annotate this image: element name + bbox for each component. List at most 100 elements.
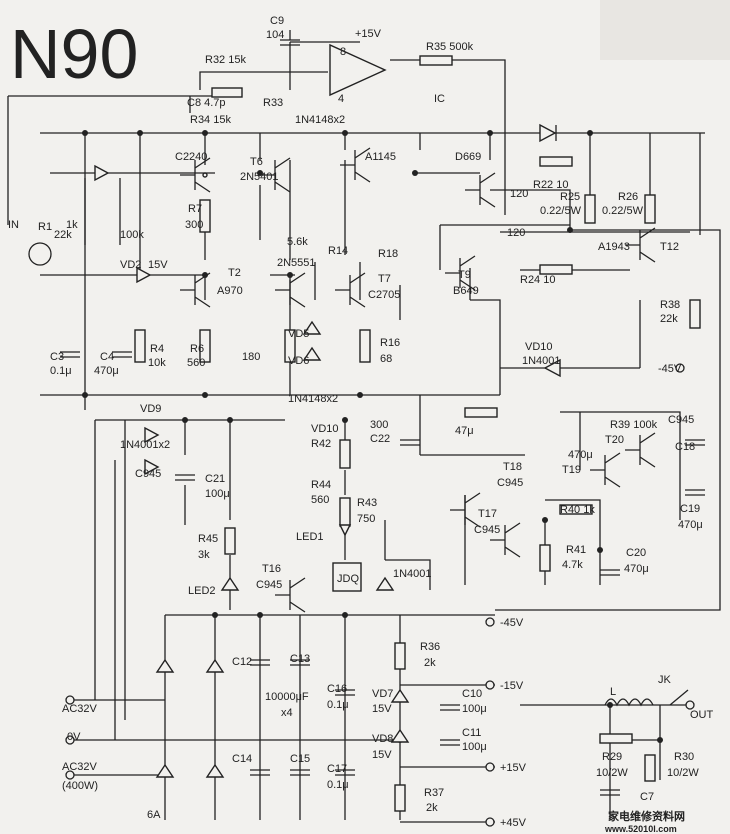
terminals (65, 363, 695, 827)
label-R25v: 0.22/5W (540, 205, 582, 217)
watermark-site-url: www.52010l.com (604, 824, 677, 834)
label-C7: C7 (640, 791, 654, 803)
label-R1v: 22k (54, 229, 72, 241)
label-C10v: 100μ (462, 703, 487, 715)
label-T6n: 2N5401 (240, 171, 279, 183)
label-T17n: C945 (474, 524, 500, 536)
relay-jdq (332, 562, 362, 592)
label-C12: C12 (232, 656, 252, 668)
resistors (134, 55, 701, 812)
label-C19v: 470μ (678, 519, 703, 531)
label-C16: C16 (327, 683, 347, 695)
label-C18: C945 (668, 414, 694, 426)
label-VD6: VD6 (288, 355, 309, 367)
junctions (82, 130, 663, 743)
label-C22: 300 (370, 419, 388, 431)
label-VD2: VD2 (120, 259, 141, 271)
label-R26: R26 (618, 191, 638, 203)
label-A970: A970 (217, 285, 243, 297)
label-R26v: 0.22/5W (602, 205, 644, 217)
label-R6v: 560 (187, 357, 205, 369)
label-A1145: A1145 (365, 151, 396, 163)
label-n1k: 1k (66, 219, 78, 231)
background-title: N90 (10, 15, 138, 93)
jack-switch (669, 689, 689, 706)
label-B649: B649 (453, 285, 479, 297)
label-T19n: T19 (562, 464, 581, 476)
label-N4001x2: 1N4001x2 (120, 439, 170, 451)
label-T7: T7 (378, 273, 391, 285)
label-C3v: 0.1μ (50, 365, 72, 377)
label-p15: +15V (500, 762, 527, 774)
label-R7: R7 (188, 203, 202, 215)
label-JK: JK (658, 674, 672, 686)
label-C16v: 0.1μ (327, 699, 349, 711)
label-R25: R25 (560, 191, 580, 203)
label-R39: 47μ (455, 425, 474, 437)
label-T12: T12 (660, 241, 679, 253)
label-x4: x4 (281, 707, 293, 719)
label-VD8: VD8 (372, 733, 393, 745)
label-R36v: 2k (424, 657, 436, 669)
label-pin8: 8 (340, 46, 346, 58)
label-T18n: C945 (497, 477, 523, 489)
label-C17v: 0.1μ (327, 779, 349, 791)
label-N5551: 2N5551 (277, 257, 316, 269)
label-R22: R22 10 (533, 179, 568, 191)
label-R44v: 560 (311, 494, 329, 506)
label-T16n: C945 (256, 579, 282, 591)
label-p45: +45V (500, 817, 527, 829)
label-C20v: 470μ (624, 563, 649, 575)
transistors (180, 147, 656, 613)
label-m45a: -45V (658, 363, 682, 375)
label-C11v: 100μ (462, 741, 487, 753)
label-T16: T16 (262, 563, 281, 575)
background-paper-patch (600, 0, 730, 60)
label-VD10a: VD10 (525, 341, 553, 353)
label-IN: IN (8, 219, 19, 231)
component-labels: C9 104 +15V 8 4 IC R35 500k R32 15k C8 4… (8, 15, 714, 829)
label-C4v: 470μ (94, 365, 119, 377)
label-AC1: AC32V (62, 703, 98, 715)
label-W400: (400W) (62, 780, 98, 792)
label-R1: R1 (38, 221, 52, 233)
label-LED2: LED2 (188, 585, 216, 597)
label-T20n: T20 (605, 434, 624, 446)
label-C21: C21 (205, 473, 225, 485)
label-N4001: 1N4001 (393, 568, 432, 580)
diodes (94, 123, 561, 778)
label-n120a: 120 (510, 188, 528, 200)
label-A1943: A1943 (598, 241, 630, 253)
label-R37v: 2k (426, 802, 438, 814)
label-C9: C9 (270, 15, 284, 27)
label-VD10av: 1N4001 (522, 355, 561, 367)
label-C10: C10 (462, 688, 482, 700)
label-R29: R29 (602, 751, 622, 763)
label-n120b: 120 (507, 227, 525, 239)
label-LED1: LED1 (296, 531, 324, 543)
label-VD9: VD9 (140, 403, 161, 415)
label-VD7: VD7 (372, 688, 393, 700)
label-AC2: AC32V (62, 761, 98, 773)
label-R36: R36 (420, 641, 440, 653)
label-T19: 470μ (568, 449, 593, 461)
op-amp (329, 43, 387, 97)
label-R45v: 3k (198, 549, 210, 561)
label-R44: R44 (311, 479, 331, 491)
label-n180: 180 (242, 351, 260, 363)
label-C18v: C18 (675, 441, 695, 453)
watermark-site-name: 家电维修资料网 (608, 809, 685, 823)
label-C8: C8 4.7p (187, 97, 226, 109)
label-C11: C11 (462, 727, 481, 739)
label-JDQ: JDQ (337, 573, 359, 585)
label-C21v: 100μ (205, 488, 230, 500)
label-VD10b: C945 (135, 468, 161, 480)
label-R42: VD10 (311, 423, 339, 435)
label-R45: R45 (198, 533, 218, 545)
label-R40: R40 1k (560, 504, 595, 516)
label-R43: R43 (357, 497, 377, 509)
label-C19: C19 (680, 503, 700, 515)
label-R16v: 68 (380, 353, 392, 365)
label-C9v: 104 (266, 29, 284, 41)
